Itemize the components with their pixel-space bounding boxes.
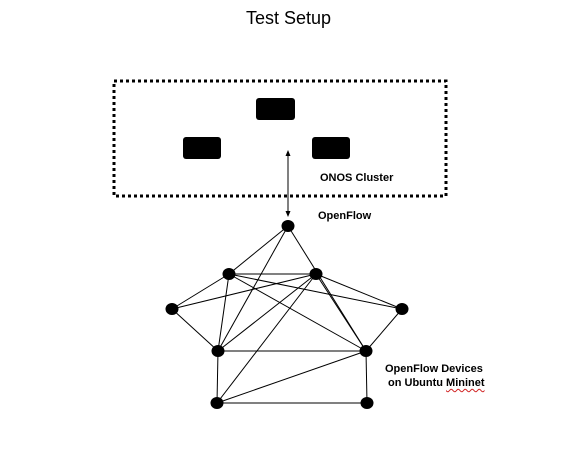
page-title: Test Setup (245, 8, 332, 28)
node-upper-left (222, 268, 236, 280)
node-bottom-right (360, 397, 374, 409)
devices-label-line2: on Ubuntu Mininet (388, 377, 485, 389)
link-far-right-mid-right (365, 308, 403, 352)
node-mid-left (211, 345, 225, 357)
devices-label-line1: OpenFlow Devices (385, 363, 483, 375)
controller-left (183, 137, 221, 159)
controller-right (312, 137, 350, 159)
node-gateway (281, 220, 295, 232)
node-far-left (165, 303, 179, 315)
link-upper-right-far-right (315, 273, 403, 310)
link-upper-right-mid-left (217, 273, 317, 352)
controller-top (256, 98, 295, 120)
link-upper-right-far-left (171, 273, 317, 310)
link-gateway-upper-left (228, 225, 289, 275)
onos-cluster-boundary (112, 79, 448, 198)
link-upper-right-mid-right (315, 273, 367, 352)
link-far-left-mid-left (171, 308, 219, 352)
mininet-word: Mininet (446, 377, 485, 389)
link-upper-left-far-left (171, 273, 230, 310)
link-mid-right-bottom-left (216, 350, 367, 404)
node-upper-right (309, 268, 323, 280)
link-upper-left-mid-right (228, 273, 367, 352)
link-mid-left-bottom-left (216, 350, 219, 404)
link-gateway-mid-left (217, 225, 289, 352)
arrowhead-down (285, 211, 291, 217)
node-far-right (395, 303, 409, 315)
device-nodes (165, 220, 409, 409)
link-mid-right-bottom-right (365, 350, 368, 404)
link-upper-left-mid-left (217, 273, 230, 352)
devices-label-prefix: on Ubuntu (388, 377, 447, 389)
onos-cluster-label: ONOS Cluster (320, 172, 394, 184)
link-upper-left-far-right (228, 273, 403, 310)
arrowhead-up (285, 150, 291, 156)
device-links (171, 225, 403, 404)
node-bottom-left (210, 397, 224, 409)
link-upper-right-bottom-left (216, 273, 317, 404)
node-mid-right (359, 345, 373, 357)
openflow-label: OpenFlow (318, 210, 372, 222)
